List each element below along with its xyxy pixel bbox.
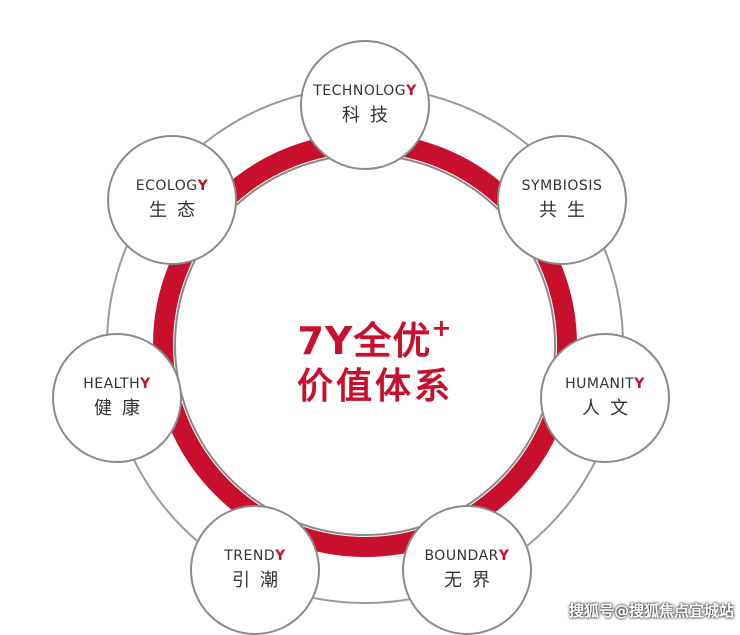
node-healthy-en: HEALTHY (83, 376, 151, 393)
node-humanity-cn: 人文 (582, 397, 638, 419)
node-healthy: HEALTHY 健康 (52, 333, 182, 463)
node-symbiosis: SYMBIOSIS 共生 (497, 135, 627, 265)
node-boundary-cn: 无界 (444, 569, 500, 591)
center-title-line1-text: 7Y全优 (297, 319, 432, 363)
node-trendy-cn: 引潮 (232, 569, 288, 591)
node-symbiosis-cn: 共生 (539, 199, 595, 221)
node-trendy-en: TRENDY (224, 548, 286, 565)
center-title: 7Y全优+ 价值体系 (250, 305, 500, 410)
node-technology-en: TECHNOLOGY (313, 83, 417, 100)
center-title-line2: 价值体系 (296, 366, 453, 407)
node-technology: TECHNOLOGY 科技 (300, 40, 430, 170)
node-boundary: BOUNDARY 无界 (402, 505, 532, 635)
node-boundary-en: BOUNDARY (424, 548, 510, 565)
node-ecology-en: ECOLOGY (135, 178, 209, 195)
node-ecology: ECOLOGY 生态 (107, 135, 237, 265)
watermark: 搜狐号@搜狐焦点宜城站 (568, 602, 734, 620)
node-ecology-cn: 生态 (149, 199, 205, 221)
node-trendy: TRENDY 引潮 (190, 505, 320, 635)
node-humanity: HUMANITY 人文 (540, 333, 670, 463)
center-title-line1: 7Y全优+ (250, 305, 500, 364)
node-technology-cn: 科技 (342, 104, 398, 126)
node-humanity-en: HUMANITY (565, 376, 645, 393)
node-healthy-cn: 健康 (94, 397, 150, 419)
node-symbiosis-en: SYMBIOSIS (521, 178, 603, 195)
center-title-plus: + (431, 314, 453, 342)
